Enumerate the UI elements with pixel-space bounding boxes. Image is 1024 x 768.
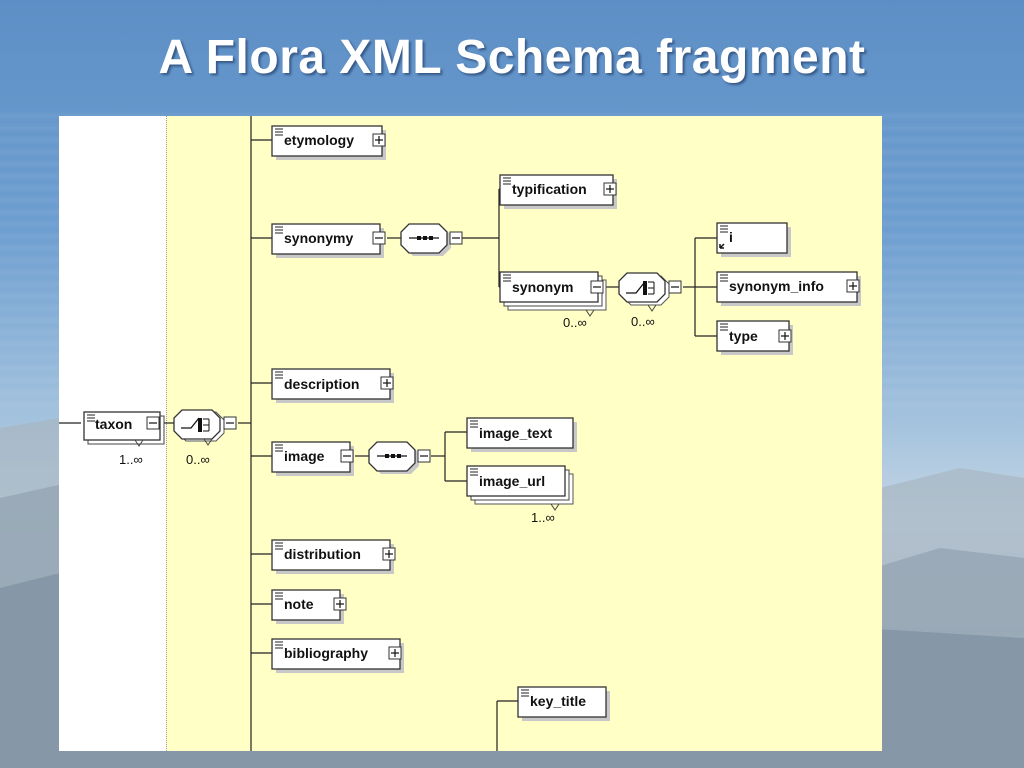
- synonym-choice-multiplicity: 0..∞: [631, 314, 655, 329]
- slide-title: A Flora XML Schema fragment: [158, 31, 866, 84]
- schema-element-typification[interactable]: typification: [499, 174, 617, 209]
- schema-element-key-title[interactable]: key_title: [517, 686, 610, 721]
- schema-element-synonym-label: synonym: [512, 279, 573, 295]
- schema-element-description-label: description: [284, 376, 359, 392]
- sequence-compositor-icon[interactable]: [400, 223, 451, 256]
- schema-element-distribution-label: distribution: [284, 546, 361, 562]
- expand-note-icon[interactable]: [333, 597, 347, 611]
- reference-arrow-icon: [719, 243, 725, 249]
- schema-element-image-text[interactable]: image_text: [466, 417, 577, 452]
- schema-element-note[interactable]: note: [271, 589, 344, 624]
- schema-element-image-label: image: [284, 448, 325, 464]
- image-url-multiplicity: 1..∞: [531, 510, 555, 525]
- collapse-image-sequence-icon[interactable]: [417, 449, 431, 463]
- collapse-image-icon[interactable]: [340, 449, 354, 463]
- image-sequence-compositor-icon[interactable]: [368, 441, 419, 474]
- schema-element-synonym[interactable]: synonym: [499, 271, 607, 317]
- schema-element-etymology[interactable]: etymology: [271, 125, 386, 160]
- expand-etymology-icon[interactable]: [372, 133, 386, 147]
- expand-distribution-icon[interactable]: [382, 547, 396, 561]
- collapse-synonymy-icon[interactable]: [372, 231, 386, 245]
- schema-element-typification-label: typification: [512, 181, 587, 197]
- schema-element-key-title-label: key_title: [530, 693, 586, 709]
- schema-element-image-text-label: image_text: [479, 425, 552, 441]
- schema-element-i[interactable]: i: [716, 222, 791, 257]
- synonym-multiplicity: 0..∞: [563, 315, 587, 330]
- expand-bibliography-icon[interactable]: [388, 646, 402, 660]
- taxon-multiplicity: 1..∞: [119, 452, 143, 467]
- connector-lines: [59, 116, 717, 751]
- schema-diagram: taxon 1..∞ 0..∞ etymology: [59, 116, 861, 751]
- schema-element-bibliography[interactable]: bibliography: [271, 638, 404, 673]
- schema-element-type-label: type: [729, 328, 758, 344]
- column-divider: [166, 116, 167, 751]
- synonym-choice-compositor-icon[interactable]: [618, 272, 670, 312]
- expand-description-icon[interactable]: [380, 376, 394, 390]
- expand-typification-icon[interactable]: [603, 182, 617, 196]
- schema-element-description[interactable]: description: [271, 368, 394, 403]
- schema-element-note-label: note: [284, 596, 314, 612]
- collapse-synonymy-sequence-icon[interactable]: [449, 231, 463, 245]
- schema-element-synonym-info[interactable]: synonym_info: [716, 271, 861, 306]
- collapse-taxon-icon[interactable]: [146, 416, 160, 430]
- expand-type-icon[interactable]: [778, 329, 792, 343]
- choice-multiplicity: 0..∞: [186, 452, 210, 467]
- schema-element-synonymy[interactable]: synonymy: [271, 223, 384, 258]
- choice-compositor-icon[interactable]: [173, 409, 225, 446]
- collapse-synonym-icon[interactable]: [590, 280, 604, 294]
- schema-element-taxon-label: taxon: [95, 416, 132, 432]
- schema-diagram-panel: taxon 1..∞ 0..∞ etymology: [59, 116, 882, 751]
- collapse-choice-icon[interactable]: [223, 416, 237, 430]
- schema-element-image-url-label: image_url: [479, 473, 545, 489]
- schema-element-synonym-info-label: synonym_info: [729, 278, 824, 294]
- schema-element-etymology-label: etymology: [284, 132, 354, 148]
- schema-element-distribution[interactable]: distribution: [271, 539, 394, 574]
- schema-element-image-url[interactable]: image_url: [466, 465, 574, 511]
- schema-element-i-label: i: [729, 229, 733, 245]
- schema-element-synonymy-label: synonymy: [284, 230, 353, 246]
- collapse-synonym-choice-icon[interactable]: [668, 280, 682, 294]
- schema-element-bibliography-label: bibliography: [284, 645, 368, 661]
- expand-synonym-info-icon[interactable]: [846, 279, 860, 293]
